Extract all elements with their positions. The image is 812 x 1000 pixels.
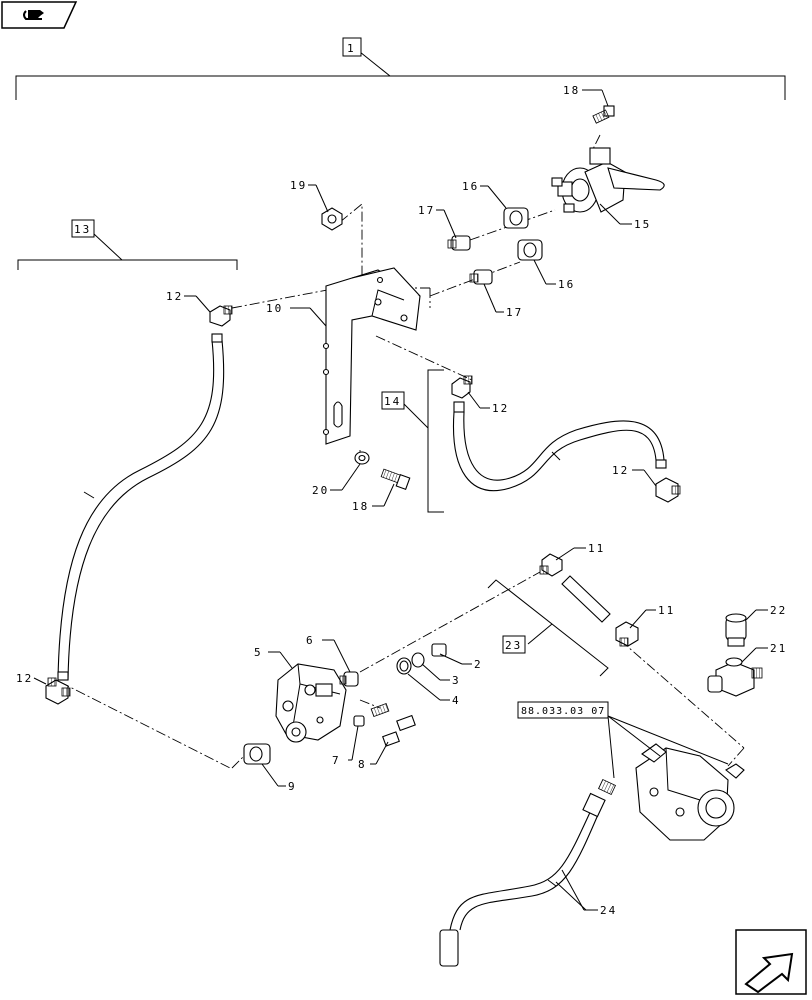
callout-12-middle-top: 12	[492, 402, 509, 415]
callout-labels: 18 19 16 17 15 16 17 10 12 12 12 12 20 1…	[16, 84, 787, 917]
callout-22: 22	[770, 604, 787, 617]
part-20-washer	[354, 451, 370, 465]
callout-6: 6	[306, 634, 315, 647]
part-15-hand-valve	[551, 147, 665, 213]
callout-15: 15	[634, 218, 651, 231]
part-22-quick-coupler	[725, 613, 747, 647]
leader-lines	[33, 89, 768, 911]
assembly-bracket-14: 14	[381, 369, 444, 513]
callout-16-lower: 16	[558, 278, 575, 291]
part-12-elbow-middle-right	[655, 477, 681, 503]
assembly-bracket-1: 1	[15, 37, 786, 100]
callout-18-lower: 18	[352, 500, 369, 513]
part-18-bolt-lower	[380, 468, 411, 491]
part-9-fitting	[243, 743, 271, 765]
part-16-fitting-lower	[517, 239, 543, 261]
callout-21: 21	[770, 642, 787, 655]
callout-12-middle-right: 12	[612, 464, 629, 477]
callout-17-lower: 17	[506, 306, 523, 319]
callout-9: 9	[288, 780, 297, 793]
parts-2-3-4-fittings	[396, 643, 447, 675]
reference-label[interactable]: 88.033.03 07	[517, 701, 729, 779]
callout-3: 3	[452, 674, 461, 687]
part-12-elbow-bottom-left	[45, 677, 71, 705]
reference-label-text: 88.033.03 07	[521, 706, 605, 717]
callout-4: 4	[452, 694, 461, 707]
assembly-bracket-23: 23	[487, 579, 609, 677]
callout-16-upper: 16	[462, 180, 479, 193]
callout-18-top: 18	[563, 84, 580, 97]
part-19-nut	[321, 207, 343, 231]
callout-box-14	[381, 391, 405, 410]
assembly-bracket-13: 13	[17, 219, 238, 270]
callout-23: 23	[505, 639, 522, 652]
callout-11-lower: 11	[658, 604, 675, 617]
next-page-arrow-icon[interactable]	[735, 929, 807, 995]
hose-assembly-13	[57, 333, 225, 681]
callout-7: 7	[332, 754, 341, 767]
part-12-elbow-middle-top	[451, 375, 473, 399]
part-17-fitting-upper	[447, 235, 471, 251]
book-arrow-icon[interactable]	[1, 1, 78, 29]
part-8-bolt	[370, 702, 416, 747]
callout-box-23	[502, 635, 526, 654]
callout-2: 2	[474, 658, 483, 671]
callout-8: 8	[358, 758, 367, 771]
callout-14: 14	[384, 395, 401, 408]
callout-20: 20	[312, 484, 329, 497]
callout-19: 19	[290, 179, 307, 192]
hose-assembly-14	[452, 401, 667, 492]
callout-10: 10	[266, 302, 283, 315]
part-16-fitting-upper	[503, 207, 529, 229]
part-10-bracket	[322, 267, 421, 445]
callout-17-upper: 17	[418, 204, 435, 217]
part-6-fitting	[339, 671, 359, 687]
tube-assembly-23	[539, 553, 639, 647]
callout-1: 1	[347, 42, 356, 55]
part-17-fitting-lower	[469, 269, 493, 285]
callout-box-1	[342, 37, 362, 57]
reference-pump	[635, 743, 745, 841]
part-18-bolt-top	[592, 105, 615, 124]
part-21-tee-fitting	[707, 657, 763, 697]
hose-24	[439, 778, 616, 967]
callout-12-bottom-left: 12	[16, 672, 33, 685]
part-5-valve-body	[275, 663, 347, 743]
callout-11-upper: 11	[588, 542, 605, 555]
callout-12-top-left: 12	[166, 290, 183, 303]
callout-box-13	[71, 219, 95, 238]
part-12-elbow-top-left	[209, 305, 233, 327]
callout-13: 13	[74, 223, 91, 236]
part-7-fitting	[353, 715, 365, 727]
callout-24: 24	[600, 904, 617, 917]
callout-5: 5	[254, 646, 263, 659]
